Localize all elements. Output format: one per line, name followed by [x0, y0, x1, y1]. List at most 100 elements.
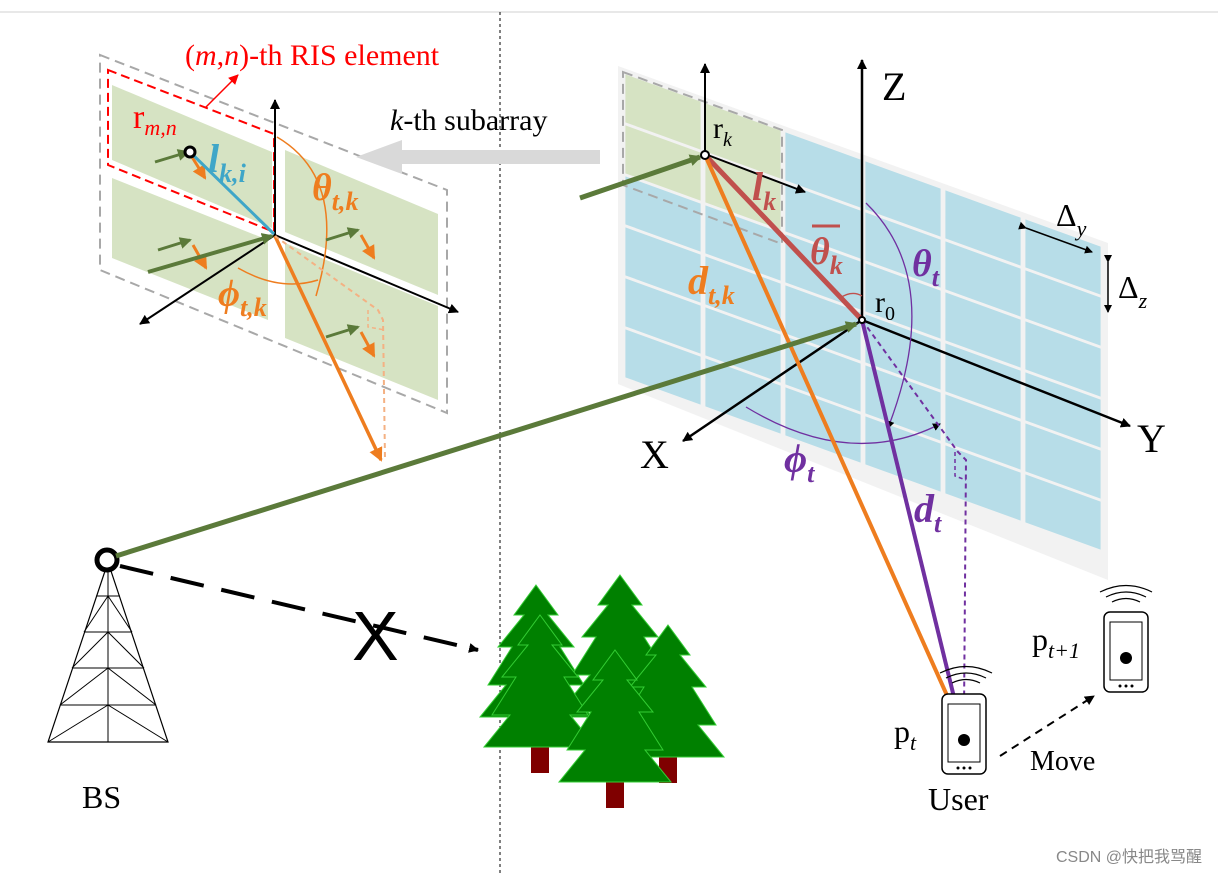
r-0-label: r0 — [875, 286, 895, 325]
phi-t-label: ϕt — [784, 436, 815, 488]
signal-icon — [939, 665, 993, 674]
blocked-path — [119, 564, 479, 653]
x-axis-label: X — [640, 432, 669, 477]
ris-cell — [785, 183, 861, 259]
y-axis — [274, 234, 459, 314]
incident-arrow — [325, 227, 360, 242]
ris-cell — [705, 307, 781, 383]
ris-cell — [945, 292, 1021, 368]
reflect-arrow — [359, 331, 376, 358]
l-k-vector — [703, 153, 864, 322]
user-point — [958, 734, 970, 746]
ris-cell — [945, 241, 1021, 317]
reflect-arrow — [359, 234, 376, 260]
x-axis — [139, 234, 276, 325]
ris-cell — [945, 445, 1021, 521]
tree-icon — [482, 614, 598, 748]
watermark: CSDN @快把我骂醒 — [1056, 848, 1202, 866]
ris-cell — [1025, 321, 1101, 397]
subarray-cell — [705, 103, 781, 179]
l-k-label: lk — [752, 164, 776, 216]
ris-element-panel — [285, 150, 438, 295]
phi-arc — [237, 267, 319, 285]
r-k-label: rk — [713, 112, 733, 151]
p-t-label: pt — [894, 713, 917, 755]
ris-cells — [625, 74, 1101, 550]
ris-cell — [865, 161, 941, 237]
next-user-phone — [1099, 584, 1153, 693]
r-0-point — [858, 316, 866, 324]
phi-tk-label: ϕt,k — [218, 273, 267, 322]
blocked-mark: X — [352, 597, 399, 675]
ris-cell — [945, 394, 1021, 470]
subarray-highlight — [622, 70, 783, 246]
y-axis-label: Y — [1137, 416, 1166, 461]
delta-y-marker — [1018, 221, 1093, 254]
delta-y-label: Δy — [1056, 197, 1087, 241]
ris-cell — [785, 285, 861, 361]
ris-cell — [785, 336, 861, 412]
r-mn-label: rm,n — [133, 99, 177, 140]
signal-icon — [945, 672, 987, 679]
ris-element-panel — [285, 243, 438, 400]
l-ki-vector — [188, 150, 276, 236]
subarray-outline — [99, 53, 448, 415]
d-t-projection-corner — [954, 452, 967, 481]
phone-screen — [947, 703, 981, 763]
incident-arrow — [325, 324, 360, 339]
antenna-icon — [94, 547, 120, 573]
x-axis — [682, 318, 863, 443]
incident-arrow — [154, 149, 190, 164]
ris-cell — [705, 358, 781, 434]
subarray-incident-arrow — [579, 154, 702, 201]
d-t-projection — [861, 319, 968, 713]
signal-icon — [1099, 584, 1153, 593]
move-arrow — [999, 695, 1095, 757]
subarray-y-axis — [704, 153, 806, 194]
signal-icon — [951, 678, 981, 684]
z-axis-label: Z — [882, 64, 906, 109]
user-phone — [939, 665, 993, 775]
r-k-point — [700, 150, 710, 160]
ris-cell — [785, 234, 861, 310]
ris-cell — [785, 132, 861, 208]
move-label: Move — [1030, 746, 1095, 777]
p-t1-label: pt+1 — [1032, 621, 1080, 663]
y-axis — [861, 318, 1131, 428]
incident-arrow — [157, 237, 192, 252]
ris-cell — [625, 227, 701, 303]
reflect-arrow — [190, 156, 207, 180]
d-t-vector — [860, 319, 966, 732]
ris-cell — [625, 329, 701, 405]
theta-t-label: θt — [912, 243, 940, 292]
subarray-cell — [625, 74, 701, 150]
signal-icon — [1111, 597, 1141, 603]
delta-z-label: Δz — [1118, 269, 1148, 313]
ris-cell — [865, 365, 941, 441]
phone-screen — [1109, 621, 1143, 681]
theta-t-arc — [865, 202, 913, 429]
ris-cell — [945, 343, 1021, 419]
bs-tower — [47, 547, 169, 743]
bs-ris-link — [115, 321, 858, 559]
ris-panel: rk lk θk θt dt,k r0 ϕt dt Z Y X Δy Δz — [579, 59, 1166, 732]
tree-icon — [557, 649, 673, 783]
subarray-reflect-arrow — [273, 235, 383, 462]
ris-cell — [865, 212, 941, 288]
ris-cell — [785, 387, 861, 463]
ris-element-pointer — [204, 74, 239, 109]
ris-element-label: (m,n)-th RIS element — [185, 39, 440, 72]
ris-cell — [625, 278, 701, 354]
ris-cell — [865, 416, 941, 492]
ris-cell — [865, 263, 941, 339]
signal-icon — [1105, 591, 1147, 598]
subarray-cell — [625, 125, 701, 201]
user-label: User — [928, 781, 989, 817]
subarray-incident-arrow — [147, 233, 274, 274]
trees-obstacle — [478, 574, 726, 808]
ris-cell — [865, 314, 941, 390]
subarray-pointer-arrow — [356, 140, 600, 174]
ris-cell — [1025, 474, 1101, 550]
projection-dashed — [367, 310, 386, 331]
